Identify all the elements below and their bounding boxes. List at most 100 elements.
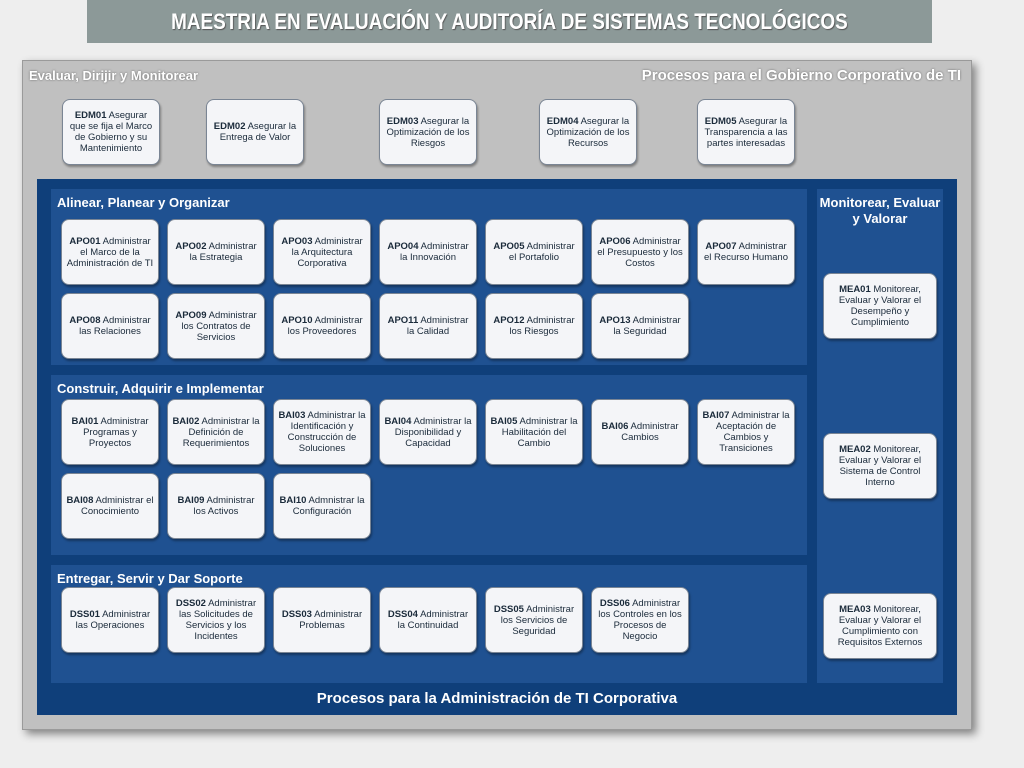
process-box-apo04: APO04 Administrar la Innovación bbox=[379, 219, 477, 285]
process-name: Administrar los Proveedores bbox=[287, 315, 363, 337]
process-label: BAI07 Administrar la Aceptación de Cambi… bbox=[702, 410, 790, 454]
process-label: APO13 Administrar la Seguridad bbox=[596, 315, 684, 337]
process-label: APO09 Administrar los Contratos de Servi… bbox=[172, 310, 260, 343]
process-box-dss04: DSS04 Administrar la Continuidad bbox=[379, 587, 477, 653]
process-box-bai06: BAI06 Administrar Cambios bbox=[591, 399, 689, 465]
process-box-bai09: BAI09 Administrar los Activos bbox=[167, 473, 265, 539]
process-name: Asegurar la Optimización de los Riesgos bbox=[386, 115, 470, 149]
process-label: BAI03 Administrar la Identificación y Co… bbox=[278, 410, 366, 454]
process-code: DSS05 bbox=[493, 603, 524, 615]
process-name: Administrar la Innovación bbox=[400, 241, 469, 263]
process-label: EDM01 Asegurar que se fija el Marco de G… bbox=[67, 110, 155, 154]
process-name: Administrar las Solicitudes de Servicios… bbox=[179, 598, 257, 642]
process-label: DSS02 Administrar las Solicitudes de Ser… bbox=[172, 598, 260, 642]
process-name: Administrar la Continuidad bbox=[397, 609, 469, 631]
process-box-apo12: APO12 Administrar los Riesgos bbox=[485, 293, 583, 359]
process-label: BAI08 Administrar el Conocimiento bbox=[66, 495, 154, 517]
process-name: Asegurar que se fija el Marco de Gobiern… bbox=[69, 110, 153, 154]
process-box-bai08: BAI08 Administrar el Conocimiento bbox=[61, 473, 159, 539]
process-code: APO08 bbox=[69, 315, 101, 326]
process-box-apo01: APO01 Administrar el Marco de la Adminis… bbox=[61, 219, 159, 285]
process-box-apo13: APO13 Administrar la Seguridad bbox=[591, 293, 689, 359]
process-code: DSS02 bbox=[175, 598, 206, 609]
management-processes-title: Procesos para la Administración de TI Co… bbox=[316, 690, 678, 707]
process-code: BAI06 bbox=[601, 421, 629, 432]
process-code: APO11 bbox=[387, 315, 419, 326]
process-label: APO11 Administrar la Calidad bbox=[384, 315, 472, 337]
process-box-edm02: EDM02 Asegurar la Entrega de Valor bbox=[206, 99, 304, 165]
process-box-apo05: APO05 Administrar el Portafolio bbox=[485, 219, 583, 285]
process-box-apo08: APO08 Administrar las Relaciones bbox=[61, 293, 159, 359]
management-panel: Alinear, Planear y Organizar APO01 Admin… bbox=[37, 179, 957, 715]
process-label: DSS06 Administrar los Controles en los P… bbox=[596, 598, 684, 642]
process-box-bai10: BAI10 Admnistrar la Configuración bbox=[273, 473, 371, 539]
process-label: EDM03 Asegurar la Optimización de los Ri… bbox=[384, 116, 472, 149]
governance-panel: Evaluar, Dirijir y Monitorear Procesos p… bbox=[22, 60, 972, 730]
process-name: Administrar los Riesgos bbox=[509, 315, 575, 337]
process-code: APO05 bbox=[493, 241, 525, 252]
process-box-edm04: EDM04 Asegurar la Optimización de los Re… bbox=[539, 99, 637, 165]
process-box-dss06: DSS06 Administrar los Controles en los P… bbox=[591, 587, 689, 653]
process-code: BAI09 bbox=[177, 495, 205, 506]
process-name: Administrar la Seguridad bbox=[613, 315, 681, 337]
process-code: APO01 bbox=[69, 235, 101, 247]
process-name: Administrar Programas y Proyectos bbox=[83, 415, 149, 449]
process-code: APO06 bbox=[599, 235, 631, 247]
process-box-apo02: APO02 Administrar la Estrategia bbox=[167, 219, 265, 285]
process-name: Monitorear, Evaluar y Valorar el Cumplim… bbox=[837, 604, 923, 648]
process-code: DSS03 bbox=[281, 609, 312, 620]
process-code: APO03 bbox=[281, 235, 313, 247]
process-name: Administrar las Operaciones bbox=[75, 609, 151, 631]
process-box-bai02: BAI02 Administrar la Definición de Reque… bbox=[167, 399, 265, 465]
mea-section: Monitorear, Evaluar y Valorar MEA01 Moni… bbox=[817, 189, 943, 683]
process-name: Administrar la Habilitación del Cambio bbox=[501, 415, 578, 449]
process-label: APO10 Administrar los Proveedores bbox=[278, 315, 366, 337]
process-name: Administrar la Definición de Requerimien… bbox=[182, 415, 260, 449]
process-code: EDM01 bbox=[74, 110, 107, 121]
process-code: EDM04 bbox=[546, 115, 579, 127]
process-name: Administrar las Relaciones bbox=[79, 315, 151, 337]
process-label: APO07 Administrar el Recurso Humano bbox=[702, 241, 790, 263]
process-name: Asegurar la Entrega de Valor bbox=[219, 121, 297, 143]
process-name: Administrar los Contratos de Servicios bbox=[181, 309, 257, 343]
process-code: MEA03 bbox=[839, 604, 871, 615]
process-code: BAI08 bbox=[66, 495, 94, 506]
process-label: APO08 Administrar las Relaciones bbox=[66, 315, 154, 337]
process-box-bai04: BAI04 Administrar la Disponibilidad y Ca… bbox=[379, 399, 477, 465]
process-name: Administrar el Conocimiento bbox=[80, 495, 154, 517]
process-code: BAI07 bbox=[702, 410, 730, 421]
process-code: EDM02 bbox=[213, 121, 246, 132]
process-name: Administrar el Portafolio bbox=[508, 241, 575, 263]
process-name: Monitorear, Evaluar y Valorar el Desempe… bbox=[838, 284, 922, 328]
process-box-mea02: MEA02 Monitorear, Evaluar y Valorar el S… bbox=[823, 433, 937, 499]
process-name: Administrar la Arquitectura Corporativa bbox=[291, 235, 363, 269]
process-code: EDM05 bbox=[704, 115, 737, 127]
process-name: Administrar la Disponibilidad y Capacida… bbox=[394, 415, 472, 449]
mea-title: Monitorear, Evaluar y Valorar bbox=[819, 195, 941, 226]
process-label: DSS03 Administrar Problemas bbox=[278, 609, 366, 631]
process-box-bai01: BAI01 Administrar Programas y Proyectos bbox=[61, 399, 159, 465]
process-box-dss01: DSS01 Administrar las Operaciones bbox=[61, 587, 159, 653]
dss-section: Entregar, Servir y Dar Soporte DSS01 Adm… bbox=[51, 565, 807, 683]
process-code: EDM03 bbox=[386, 115, 419, 127]
process-label: EDM05 Asegurar la Transparencia a las pa… bbox=[702, 116, 790, 149]
process-box-mea01: MEA01 Monitorear, Evaluar y Valorar el D… bbox=[823, 273, 937, 339]
process-label: APO04 Administrar la Innovación bbox=[384, 241, 472, 263]
process-name: Administrar el Presupuesto y los Costos bbox=[597, 235, 683, 269]
process-name: Administrar el Recurso Humano bbox=[704, 241, 788, 263]
banner: MAESTRIA EN EVALUACIÓN Y AUDITORÍA DE SI… bbox=[87, 0, 932, 43]
process-name: Asegurar la Optimización de los Recursos bbox=[546, 115, 630, 149]
process-code: APO04 bbox=[387, 241, 419, 252]
process-box-dss03: DSS03 Administrar Problemas bbox=[273, 587, 371, 653]
process-name: Administrar la Calidad bbox=[406, 315, 469, 337]
process-label: EDM04 Asegurar la Optimización de los Re… bbox=[544, 116, 632, 149]
process-code: BAI03 bbox=[278, 410, 306, 421]
process-code: MEA02 bbox=[839, 444, 871, 455]
governance-processes-title: Procesos para el Gobierno Corporativo de… bbox=[641, 67, 961, 84]
process-code: APO09 bbox=[175, 309, 207, 321]
process-code: APO12 bbox=[493, 315, 525, 326]
dss-title: Entregar, Servir y Dar Soporte bbox=[57, 571, 243, 586]
process-box-apo07: APO07 Administrar el Recurso Humano bbox=[697, 219, 795, 285]
process-box-edm05: EDM05 Asegurar la Transparencia a las pa… bbox=[697, 99, 795, 165]
process-code: APO13 bbox=[599, 315, 631, 326]
